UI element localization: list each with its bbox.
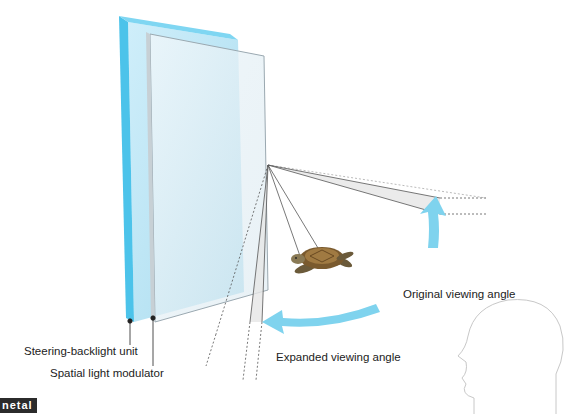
spatial-light-modulator [146,32,268,322]
watermark: netal [0,398,37,413]
angle-label: Expanded viewing angle [276,351,401,365]
viewer-head [458,300,563,414]
turtle [291,247,354,276]
angle-label: Original viewing angle [403,288,516,302]
leader-line [128,316,155,366]
light-rays [206,165,486,380]
part-label: Spatial light modulator [50,367,164,381]
rotation-arrow [262,196,446,334]
part-label: Steering-backlight unit [24,345,138,359]
